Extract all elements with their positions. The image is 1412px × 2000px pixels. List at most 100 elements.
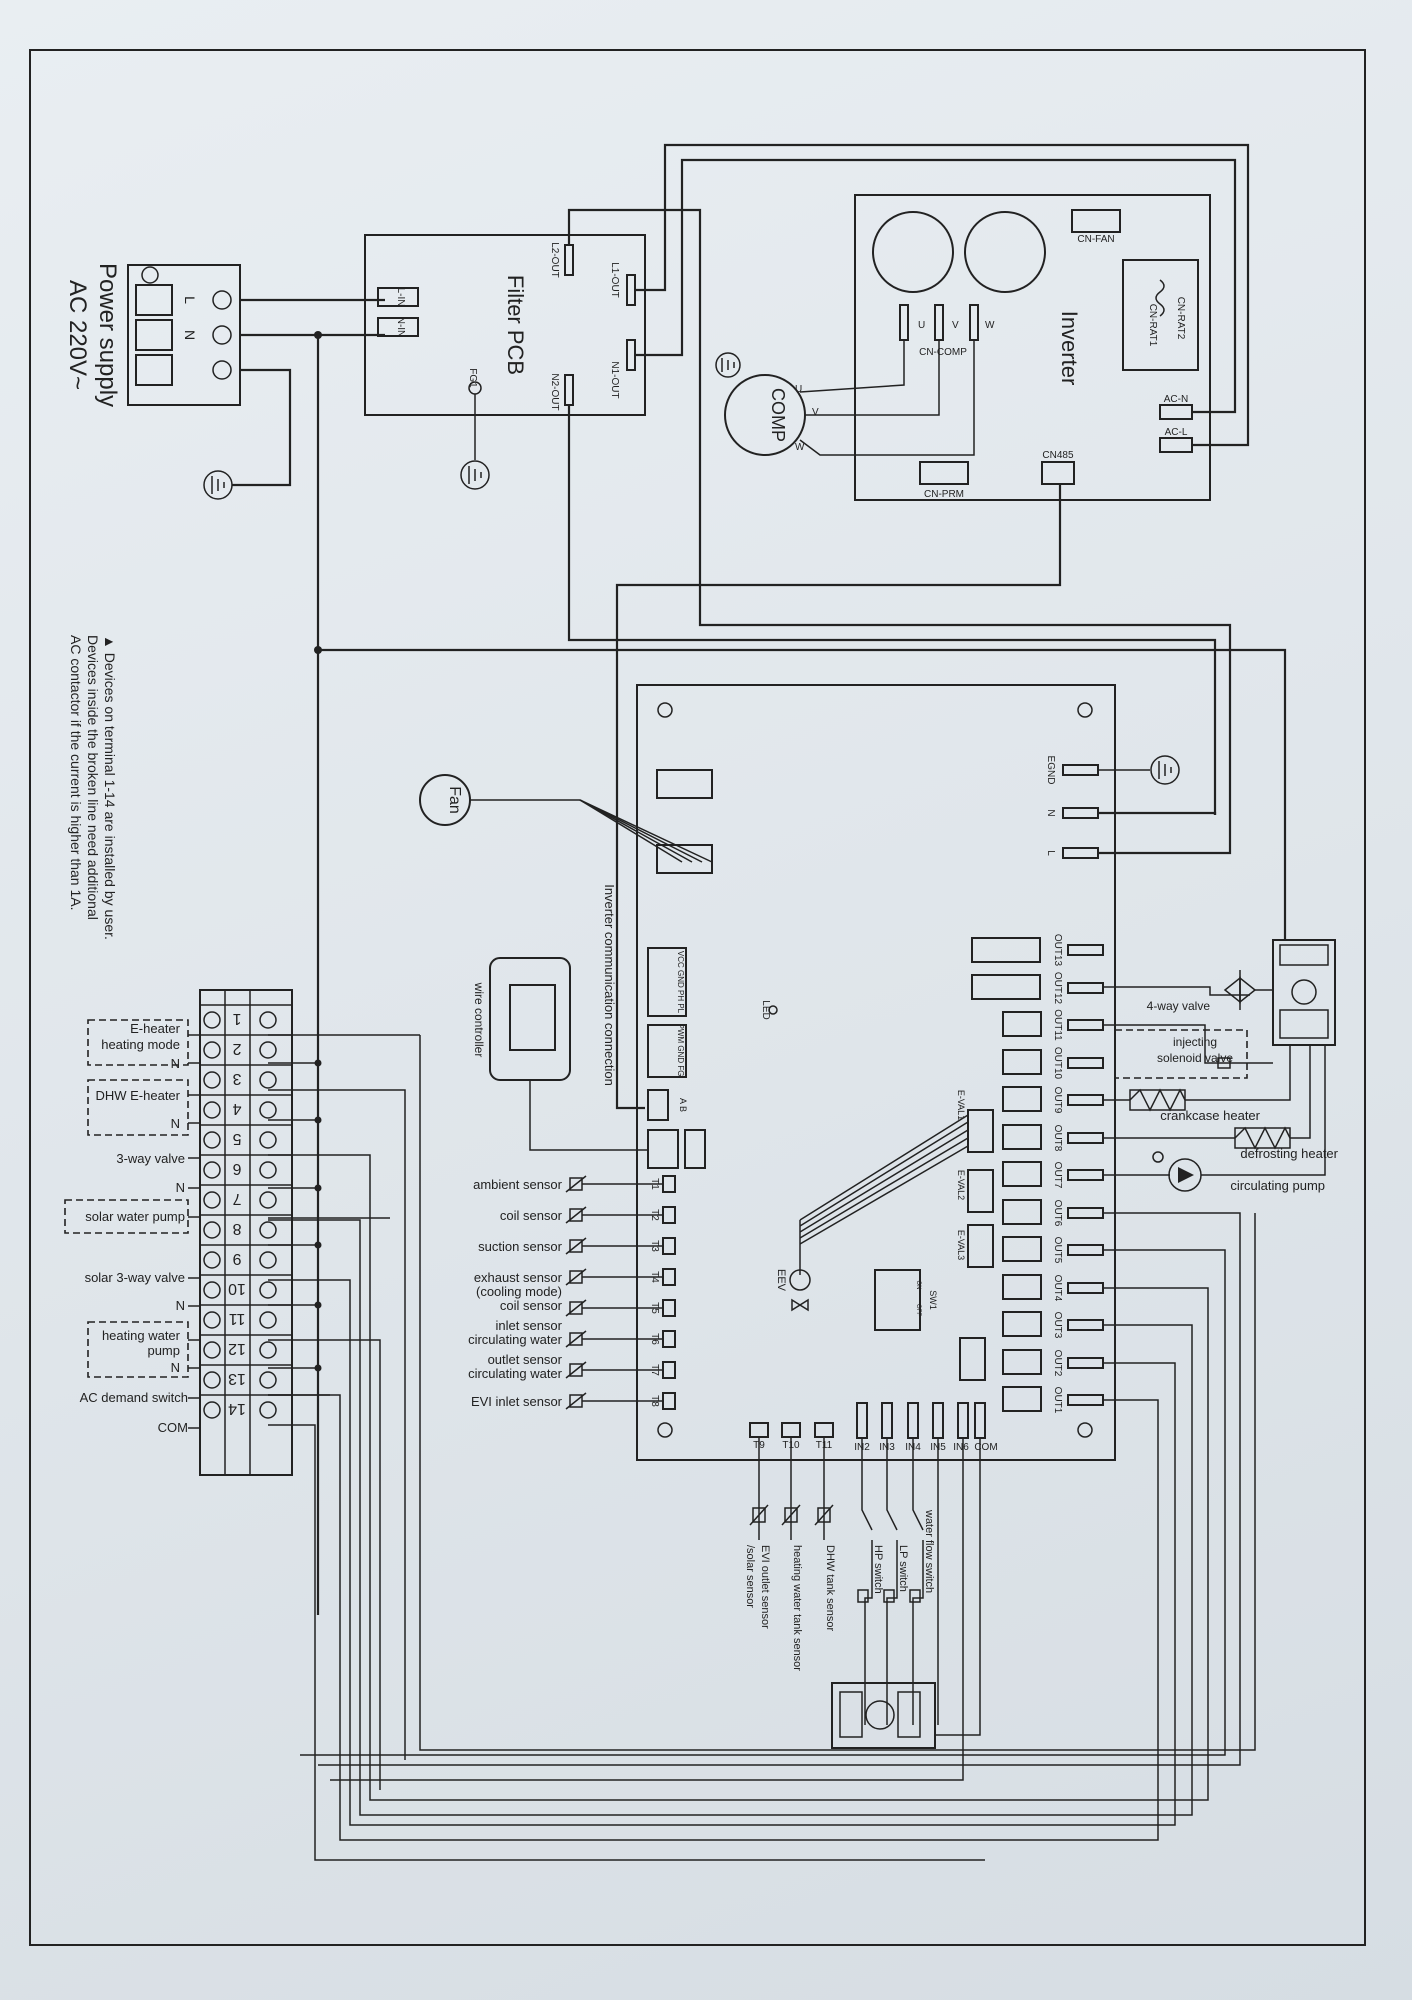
filter-pcb: [364, 234, 646, 416]
defrost-heater-label: defrosting heater: [1240, 1146, 1338, 1161]
comm-pins-2-label: PWM GND FG: [676, 1024, 685, 1077]
board-egnd: EGND: [1045, 756, 1056, 785]
compressor-label: COMP: [768, 388, 788, 442]
terminal-screw-right: [259, 1221, 277, 1239]
sensor-circ-water-1: circulating water: [468, 1332, 563, 1347]
ground-wire: [232, 368, 292, 487]
inverter-cn-rat1: CN-RAT1: [1147, 304, 1158, 347]
four-way-valve-icon: [1223, 970, 1257, 1010]
terminal-screw-right: [259, 1251, 277, 1269]
dhw-tank-sensor: DHW tank sensor: [824, 1545, 836, 1632]
tb-label-n3: N: [176, 1180, 185, 1195]
inverter-cn-prm: CN-PRM: [924, 489, 964, 500]
tb-label-n1: N: [171, 1056, 180, 1071]
terminal-row: 14: [200, 1394, 292, 1419]
inverter-cn-comp: CN-COMP: [919, 347, 967, 358]
filter-n2-out: N2-OUT: [549, 373, 560, 410]
terminal-screw-left: [203, 1371, 221, 1389]
out4-label: OUT4: [1052, 1275, 1063, 1302]
out8-label: OUT8: [1052, 1125, 1063, 1152]
tb-label-com: COM: [158, 1420, 188, 1435]
comp-v: V: [812, 407, 819, 418]
load-contactor: [1272, 939, 1336, 1046]
e-val1-label: E-VAL1: [956, 1090, 966, 1120]
ground-icon: [203, 470, 233, 500]
power-terminal-screws: [135, 266, 232, 386]
terminal-number: 6: [232, 1160, 241, 1177]
sw1-dip-switch[interactable]: [874, 1269, 921, 1331]
l1-out-wire: [635, 143, 1250, 447]
filter-l2-out: L2-OUT: [549, 242, 560, 278]
terminal-screw-left: [203, 1191, 221, 1209]
sensor-circ-water-2: circulating water: [468, 1366, 563, 1381]
terminal-number: 10: [228, 1280, 246, 1297]
inverter-comm-label: Inverter communication connection: [602, 884, 617, 1086]
terminal-row: 11: [200, 1304, 292, 1329]
power-supply-label-group: Power supply AC 220V~: [64, 263, 121, 407]
terminal-screw-left: [203, 1071, 221, 1089]
tb-label-3way: 3-way valve: [116, 1151, 185, 1166]
tb-label-pump: pump: [147, 1343, 180, 1358]
sensor-coil: coil sensor: [500, 1208, 563, 1223]
terminal-screw-right: [259, 1101, 277, 1119]
water-flow-switch-label: water flow switch: [923, 1509, 935, 1593]
comm-pins-1: [647, 947, 687, 1017]
e-val3-label: E-VAL3: [956, 1230, 966, 1260]
out3-label: OUT3: [1052, 1312, 1063, 1339]
l2-out-wire: [567, 208, 1232, 805]
filter-ground-icon: [460, 460, 490, 490]
solenoid-label-2: solenoid valve: [1157, 1051, 1233, 1065]
out13-label: OUT13: [1052, 934, 1063, 967]
terminal-screw-right: [259, 1131, 277, 1149]
eev-icon: [789, 1269, 811, 1291]
filter-l-in: L-IN: [395, 288, 406, 307]
out6-label: OUT6: [1052, 1200, 1063, 1227]
relay-blocks: [971, 937, 1042, 1412]
page-border: [29, 49, 1366, 1946]
reactor-box: [1122, 259, 1199, 371]
inverter-cn-rat2: CN-RAT2: [1175, 297, 1186, 340]
terminal-screw-left: [203, 1161, 221, 1179]
terminal-screw-left: [203, 1251, 221, 1269]
terminal-row: 2: [200, 1034, 292, 1059]
terminal-number: 2: [232, 1040, 241, 1057]
solar-sensor: /solar sensor: [744, 1545, 756, 1608]
out1-label: OUT1: [1052, 1387, 1063, 1414]
out5-label: OUT5: [1052, 1237, 1063, 1264]
power-supply-title: Power supply: [94, 263, 121, 407]
sensor-cooling-mode: (cooling mode): [476, 1284, 562, 1299]
terminal-number: 1: [232, 1010, 241, 1027]
bottom-sensor-leads: [749, 1437, 834, 1540]
n2-out-wire: [567, 405, 1217, 815]
terminal-screw-left: [203, 1011, 221, 1029]
sensor-evi-inlet: EVI inlet sensor: [471, 1394, 563, 1409]
sensor-suction: suction sensor: [478, 1239, 562, 1254]
terminal-screw-left: [203, 1401, 221, 1419]
inverter-capacitor-1: [872, 211, 954, 293]
terminal-number: 11: [229, 1310, 246, 1327]
sensor-outlet: outlet sensor: [488, 1352, 563, 1367]
tb-label-heating-mode: heating mode: [101, 1037, 180, 1052]
terminal-screw-right: [259, 1191, 277, 1209]
terminal-screw-left: [203, 1131, 221, 1149]
tb-label-solar-3way: solar 3-way valve: [85, 1270, 185, 1285]
crankcase-heater-icon: [1129, 1088, 1186, 1112]
terminal-row: 4: [200, 1094, 292, 1119]
terminal-screw-right: [259, 1071, 277, 1089]
note-line-3: AC contactor if the current is higher th…: [68, 635, 84, 910]
inverter-title: Inverter: [1057, 311, 1082, 386]
sensor-ambient: ambient sensor: [473, 1177, 563, 1192]
compressor-icon: [724, 374, 806, 456]
inverter-cn485: CN485: [1042, 450, 1074, 461]
terminal-screw-right: [259, 1011, 277, 1029]
out7-label: OUT7: [1052, 1162, 1063, 1189]
filter-n1-out: N1-OUT: [609, 361, 620, 398]
wire-controller-icon: [489, 957, 571, 1081]
circulating-pump-label: circulating pump: [1230, 1178, 1325, 1193]
terminal-screw-right: [259, 1281, 277, 1299]
install-note: ▲ Devices on terminal 1-14 are installed…: [68, 635, 118, 940]
defrost-heater-icon: [1234, 1127, 1291, 1149]
out10-label: OUT10: [1052, 1047, 1063, 1080]
terminal-screw-right: [259, 1341, 277, 1359]
